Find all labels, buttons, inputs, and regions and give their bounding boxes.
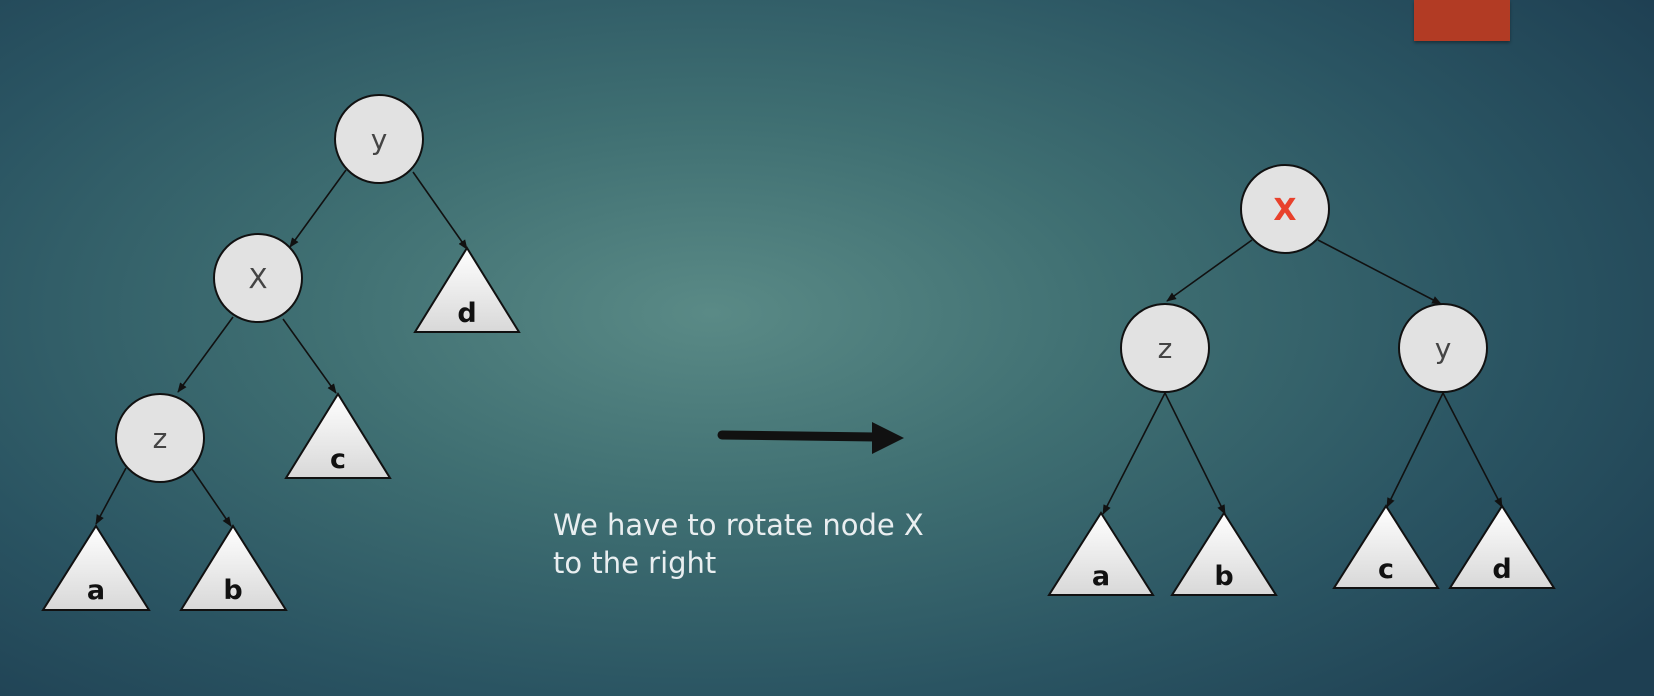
edge-y-c [1386,392,1444,508]
node-label: y [1435,332,1452,365]
tree-node-y: y [1398,303,1488,393]
caption-line: We have to rotate node X [553,508,924,542]
subtree-b: b [179,524,288,611]
subtree-d: d [413,246,521,333]
subtree-d: d [1448,504,1556,589]
edge-z-a [1102,392,1166,515]
edge-z-a [95,467,127,525]
edge-z-b [191,468,232,527]
node-label: X [1273,193,1296,228]
before-tree: y X z d c a [41,94,521,611]
node-label: X [248,262,267,295]
subtree-label: b [223,575,242,606]
subtree-a: a [1047,511,1155,596]
accent-block [1414,0,1510,41]
tree-node-z: z [115,393,205,483]
edge-y-x [289,169,347,248]
tree-node-y: y [334,94,424,184]
subtree-label: c [330,444,346,475]
node-label: z [153,422,168,455]
edge-z-b [1164,392,1226,515]
rotation-caption: We have to rotate node X to the right [553,506,983,582]
edge-y-d [412,171,468,250]
subtree-b: b [1170,511,1278,596]
edge-x-y [1317,239,1442,305]
tree-node-x-root: X [1240,164,1330,254]
node-label: y [371,123,388,156]
tree-node-z: z [1120,303,1210,393]
subtree-a: a [41,524,151,611]
node-label: z [1158,332,1173,365]
subtree-c: c [1332,504,1440,589]
subtree-label: a [87,575,105,606]
subtree-label: d [1492,554,1511,585]
caption-line: to the right [553,546,717,580]
subtree-label: b [1214,561,1233,592]
subtree-label: d [457,298,476,329]
after-tree: X z y a b c [1047,164,1556,596]
edge-x-c [282,318,337,394]
subtree-label: c [1378,554,1394,585]
subtree-label: a [1092,561,1110,592]
edge-y-d [1442,392,1503,508]
edge-x-z [1166,239,1253,302]
tree-node-x: X [213,233,303,323]
transition-arrow-icon [717,422,904,454]
edge-x-z [177,316,234,393]
subtree-c: c [284,392,392,479]
